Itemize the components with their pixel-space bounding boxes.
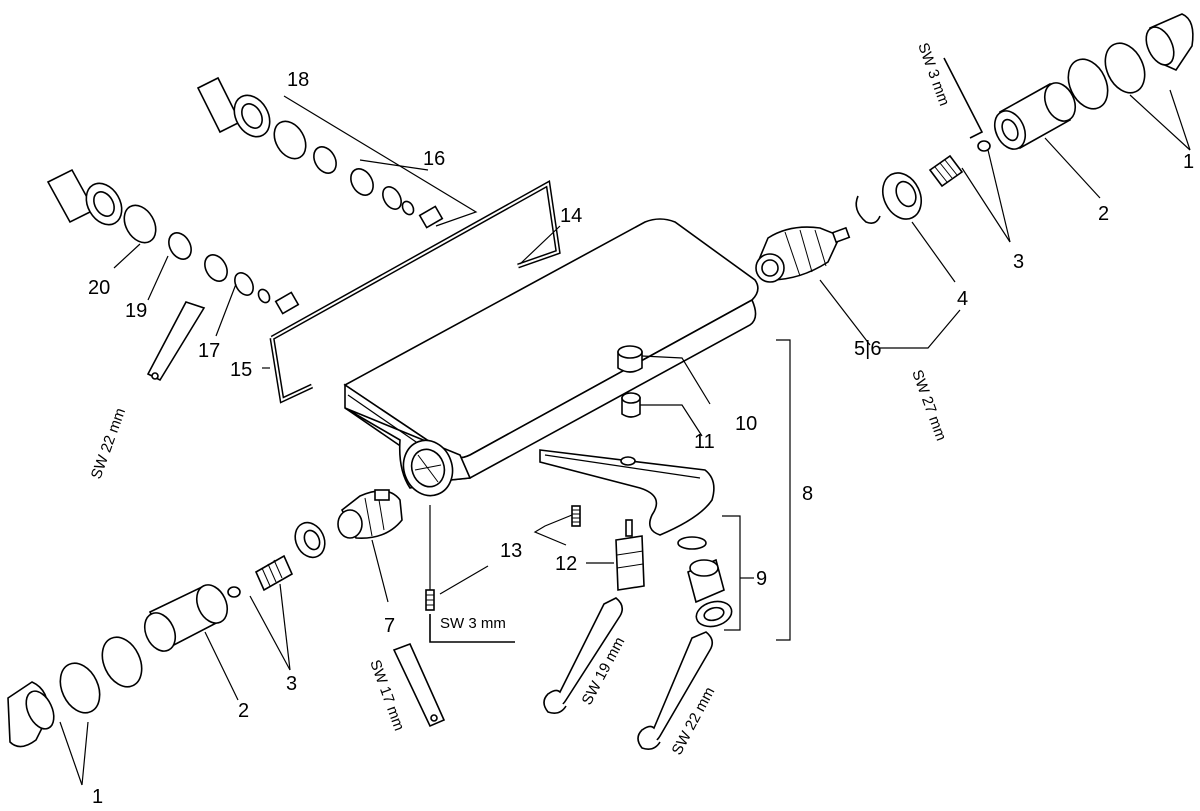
- callout-7: 7: [384, 615, 395, 637]
- part-3-spindle-bottom: [227, 554, 294, 598]
- part-13-set-screw: [571, 505, 581, 527]
- callout-9: 9: [756, 568, 767, 590]
- part-9-aerator: [677, 536, 733, 628]
- part-20-connector: [46, 168, 123, 226]
- seal-ring-20: [123, 204, 157, 244]
- part-1-handle-bottom: [7, 681, 55, 748]
- set-screw-left: [425, 589, 435, 611]
- wrench-sw22-bottom: [637, 631, 714, 750]
- part-4-nut: [881, 172, 923, 220]
- allen-key-bottom: [429, 614, 515, 643]
- seal-ring-18: [273, 120, 307, 160]
- callout-1-bottom: 1: [92, 786, 103, 806]
- nut-bottom: [294, 521, 326, 559]
- tool-label-sw22-left: SW 22 mm: [88, 406, 129, 482]
- part-18-connector-top: [196, 76, 271, 138]
- part-2-sleeve-top: [993, 82, 1077, 150]
- tool-label-sw17: SW 17 mm: [366, 658, 407, 734]
- callout-13: 13: [500, 540, 522, 562]
- part-7-cartridge: [337, 489, 403, 539]
- callout-5-6: 5|6: [854, 338, 881, 360]
- spout: [539, 449, 715, 536]
- wrench-sw22-left: [146, 301, 206, 382]
- callout-18: 18: [287, 69, 309, 91]
- callout-10: 10: [735, 413, 757, 435]
- part-2-sleeve-bottom: [143, 584, 229, 652]
- cartridge-5-6: [755, 226, 851, 283]
- callout-15: 15: [230, 359, 252, 381]
- callout-16: 16: [423, 148, 445, 170]
- part-3-spindle-top: [928, 140, 991, 188]
- callout-12: 12: [555, 553, 577, 575]
- callout-17: 17: [198, 340, 220, 362]
- callout-8: 8: [802, 483, 813, 505]
- part-1-rings-top: [1067, 42, 1146, 110]
- tool-label-sw3-top: SW 3 mm: [914, 41, 952, 109]
- thermostat-body: [343, 218, 759, 497]
- part-10-cap: [617, 345, 643, 373]
- leader-lines: [59, 89, 1191, 786]
- callout-3-bottom: 3: [286, 673, 297, 695]
- circlip: [855, 195, 881, 224]
- callout-11: 11: [694, 431, 715, 453]
- callout-3-top: 3: [1013, 251, 1024, 273]
- part-1-rings-bottom: [59, 636, 143, 714]
- callout-14: 14: [560, 205, 582, 227]
- part-17-fittings: [204, 254, 300, 315]
- part-16-fittings: [313, 146, 444, 229]
- callout-20: 20: [88, 277, 110, 299]
- part-14-15-gasket: [269, 180, 561, 404]
- callout-1-top: 1: [1183, 151, 1194, 173]
- allen-key-top: [943, 57, 984, 139]
- part-19-fitting: [168, 232, 192, 260]
- part-1-handle-top: [1145, 13, 1194, 72]
- callout-2-bottom: 2: [238, 700, 249, 722]
- callout-19: 19: [125, 300, 147, 322]
- wrench-sw19: [543, 597, 624, 714]
- wrench-sw17: [392, 642, 446, 728]
- part-11-plug: [621, 392, 641, 418]
- part-12-valve: [615, 519, 645, 591]
- callout-4: 4: [957, 288, 968, 310]
- tool-label-sw27: SW 27 mm: [908, 368, 949, 444]
- callout-2-top: 2: [1098, 203, 1109, 225]
- tool-label-sw3-bottom: SW 3 mm: [440, 615, 506, 632]
